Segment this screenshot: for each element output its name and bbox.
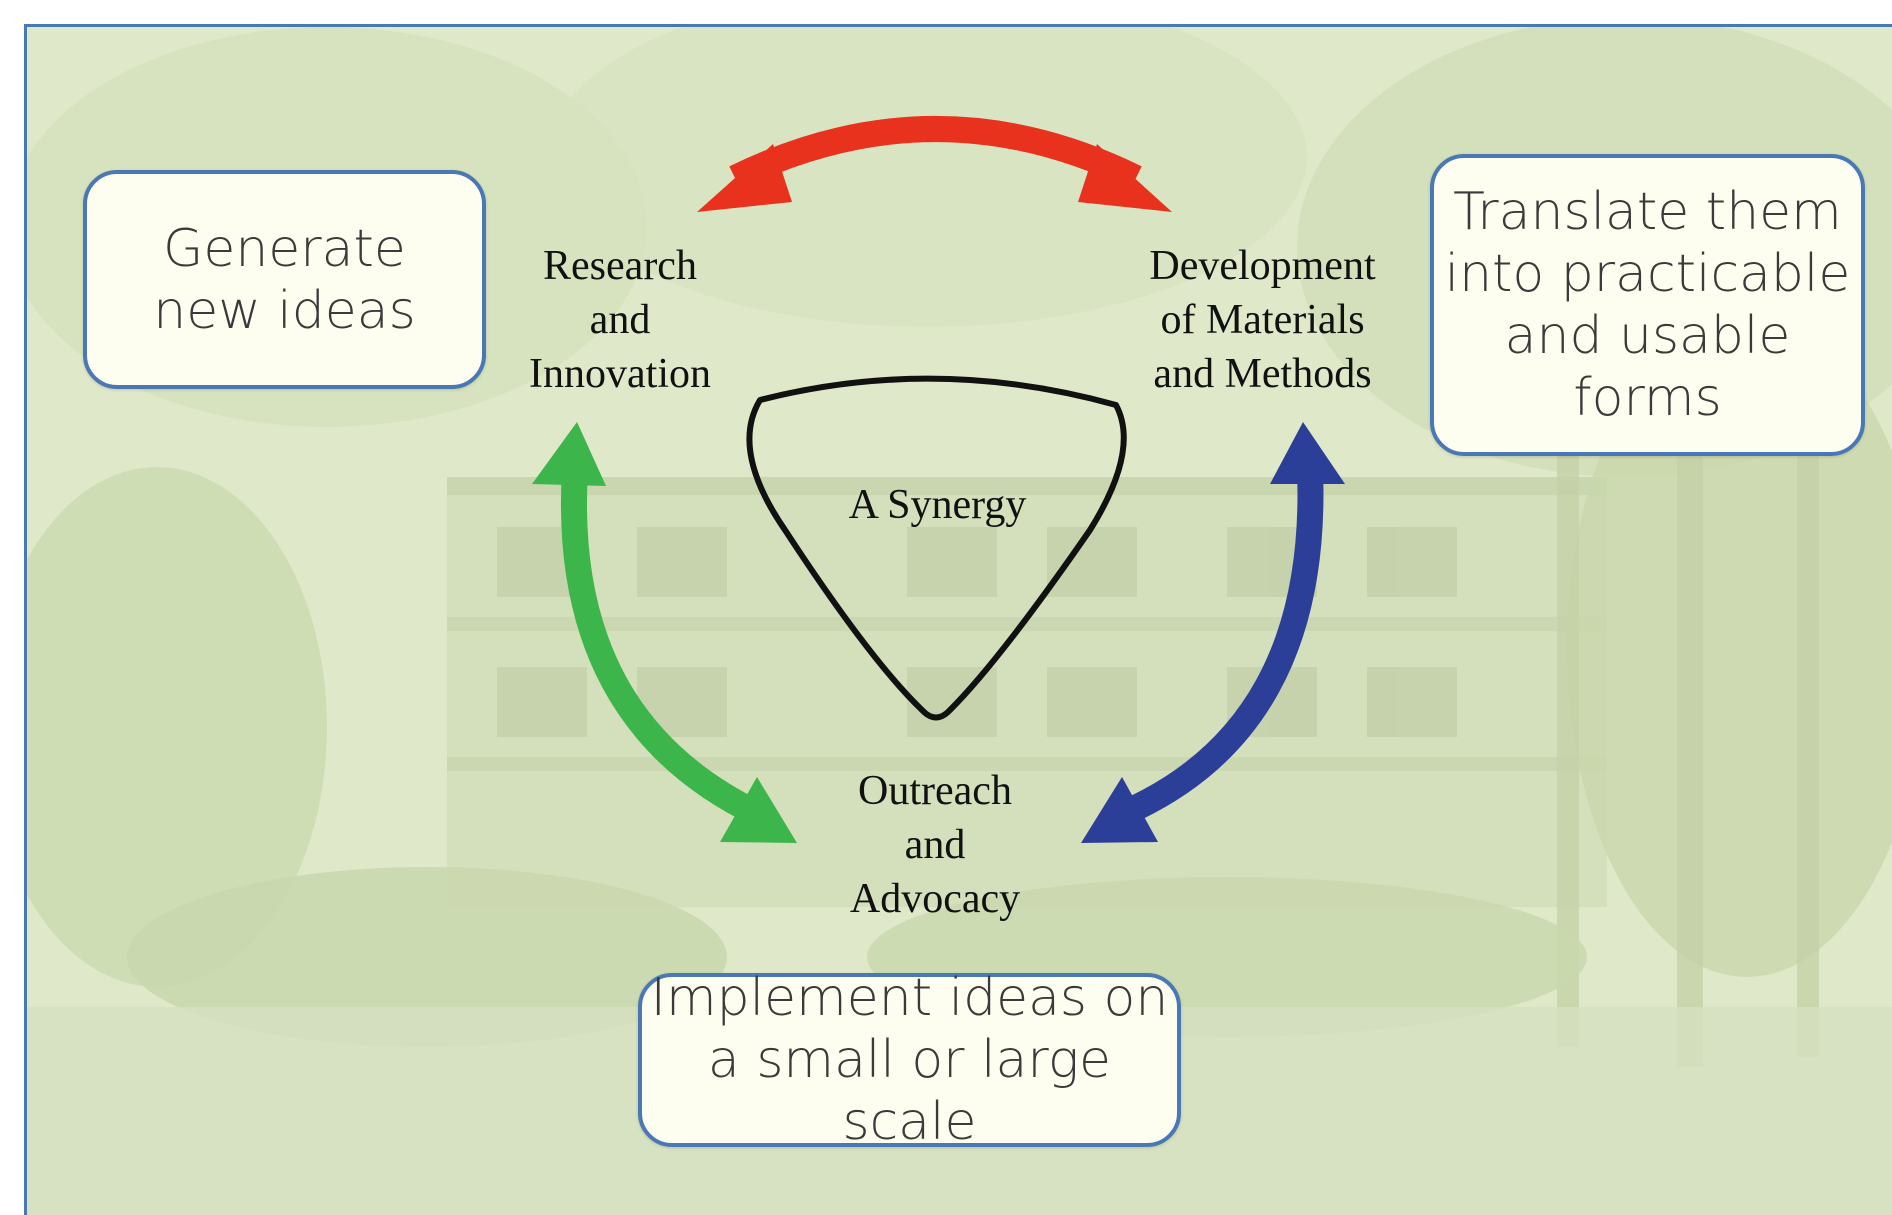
callout-generate-ideas: Generate new ideas [83, 170, 486, 389]
node-development-materials-methods: Development of Materials and Methods [1149, 243, 1376, 397]
arrow-research-outreach [532, 422, 797, 843]
node-outreach-advocacy: Outreach and Advocacy [849, 768, 1021, 922]
center-synergy-label: A Synergy [848, 482, 1027, 528]
node-research-innovation: Research and Innovation [529, 243, 711, 397]
arrow-research-development [697, 116, 1172, 212]
callout-implement-ideas: Implement ideas on a small or large scal… [638, 968, 1181, 1152]
callout-translate-forms: Translate them into practicable and usab… [1430, 154, 1865, 456]
synergy-triangle [746, 375, 1127, 721]
arrow-development-outreach [1081, 422, 1345, 843]
